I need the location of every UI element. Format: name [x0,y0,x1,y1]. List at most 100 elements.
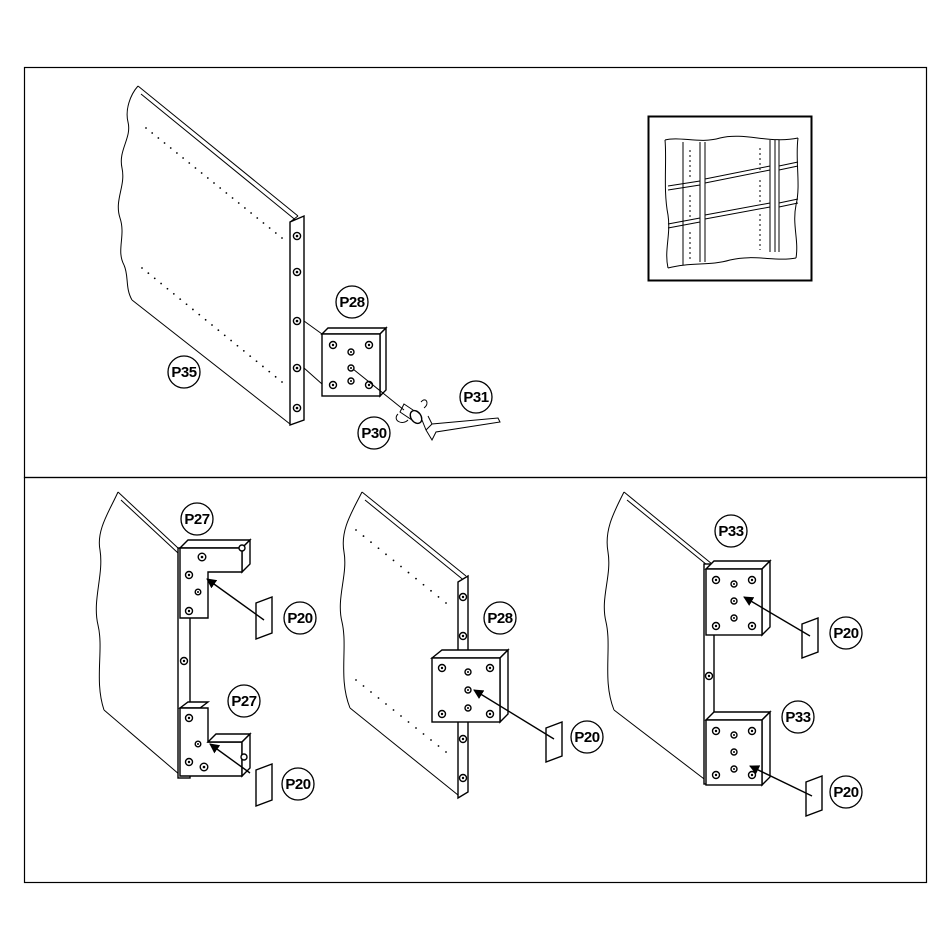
label-p27-lower: P27 [228,685,260,717]
pin-hole [408,572,410,574]
side-panel-p35 [118,86,304,425]
pin-hole [145,127,147,129]
pin-hole [151,132,153,134]
pin-hole [400,715,402,717]
pin-hole [219,187,221,189]
svg-text:P27: P27 [184,511,209,528]
svg-text:P28: P28 [487,610,512,627]
pin-hole [370,691,372,693]
pin-hole [415,727,417,729]
svg-text:P20: P20 [833,784,858,801]
pin-hole [238,202,240,204]
bracket-plate-p28 [322,328,386,396]
pin-hole [408,721,410,723]
pin-hole [188,162,190,164]
pin-hole [167,288,169,290]
pin-hole [225,192,227,194]
pin-hole [224,334,226,336]
pin-hole [250,212,252,214]
pin-hole [237,345,239,347]
svg-text:P31: P31 [463,389,488,406]
pin-hole [385,703,387,705]
pin-hole [176,152,178,154]
pin-hole [263,222,265,224]
pin-hole [195,167,197,169]
pin-hole [445,751,447,753]
pin-hole [378,547,380,549]
label-p31: P31 [460,381,492,413]
pin-hole [430,590,432,592]
pin-hole [256,217,258,219]
pin-hole [173,293,175,295]
pin-hole [262,366,264,368]
pin-hole [207,177,209,179]
pin-hole [186,303,188,305]
label-p27-upper: P27 [181,503,213,535]
svg-text:P33: P33 [718,523,743,540]
pin-hole [378,697,380,699]
pin-hole [205,319,207,321]
pin-hole [201,172,203,174]
svg-text:P20: P20 [285,776,310,793]
pin-hole [141,267,143,269]
pin-hole [275,376,277,378]
label-p35: P35 [168,356,200,388]
allen-key-p31 [422,416,500,440]
svg-text:P20: P20 [833,625,858,642]
pin-hole [154,277,156,279]
step-left [96,492,272,806]
pin-hole [385,553,387,555]
pin-hole [430,739,432,741]
label-p28-middle: P28 [484,602,516,634]
label-p20-left-lower: P20 [282,768,314,800]
bookcase-shelving-icon [649,117,812,281]
step-right [604,492,822,816]
pin-hole [423,584,425,586]
pin-hole [393,560,395,562]
label-p30: P30 [358,417,390,449]
pin-hole [213,182,215,184]
pin-hole [281,237,283,239]
svg-text:P33: P33 [785,709,810,726]
pin-hole [445,602,447,604]
pin-hole [438,745,440,747]
pin-hole [268,371,270,373]
pin-hole [147,272,149,274]
pin-hole [269,227,271,229]
pin-hole [393,709,395,711]
pin-hole [182,157,184,159]
label-p20-right-lower: P20 [830,776,862,808]
pin-hole [355,679,357,681]
label-p20-left-upper: P20 [284,602,316,634]
pin-hole [256,360,258,362]
pin-hole [281,381,283,383]
step-middle [340,492,562,798]
screw-p30 [353,369,427,426]
pin-hole [157,137,159,139]
pin-hole [211,324,213,326]
label-p20-middle: P20 [571,721,603,753]
pin-hole [355,529,357,531]
pin-hole [438,596,440,598]
pin-hole [217,329,219,331]
pin-hole [370,541,372,543]
pin-hole [164,142,166,144]
pin-hole [192,309,194,311]
pin-hole [249,355,251,357]
label-p33-upper: P33 [715,515,747,547]
svg-text:P30: P30 [361,425,386,442]
label-p20-right-upper: P20 [830,617,862,649]
label-p28-top: P28 [336,286,368,318]
pin-hole [423,733,425,735]
pin-hole [170,147,172,149]
pin-hole [400,566,402,568]
label-p33-lower: P33 [782,701,814,733]
pin-hole [363,685,365,687]
shelf-pin-holes [141,127,283,383]
pin-hole [244,207,246,209]
svg-text:P20: P20 [287,610,312,627]
pin-hole [232,197,234,199]
pin-hole [275,232,277,234]
pin-hole [230,340,232,342]
